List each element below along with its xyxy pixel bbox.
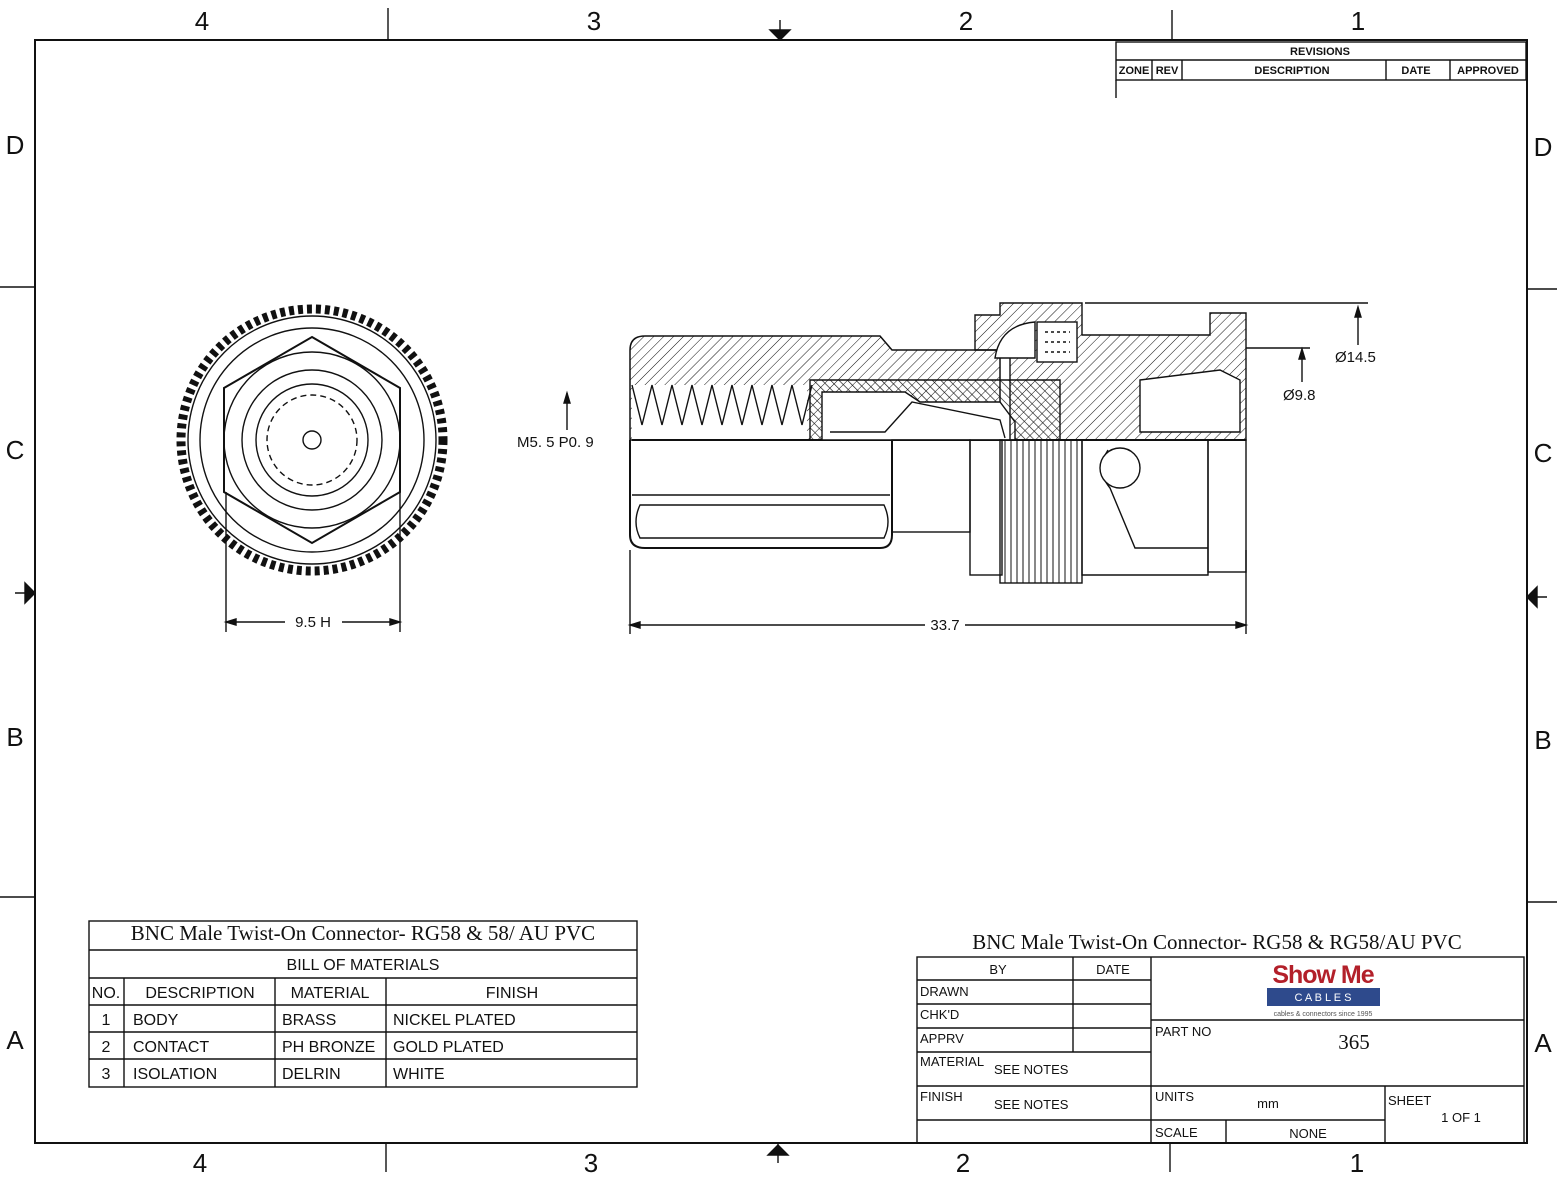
checked-label: CHK'D [920,1007,959,1022]
zone-row-a: A [6,1025,24,1055]
zone-col-3: 3 [587,6,601,36]
bom-header-no: NO. [92,985,120,1002]
thread-dimension: M5. 5 P0. 9 [517,434,594,451]
svg-text:Show Me: Show Me [1272,961,1374,989]
svg-text:GOLD PLATED: GOLD PLATED [393,1039,504,1056]
rev-col-approved: APPROVED [1457,65,1519,77]
material-value: SEE NOTES [994,1062,1069,1077]
date-header: DATE [1096,962,1130,977]
svg-text:PH BRONZE: PH BRONZE [282,1039,375,1056]
svg-text:2: 2 [102,1039,111,1056]
bom-row: 2 CONTACT PH BRONZE GOLD PLATED [102,1039,504,1056]
zone-row-a-right: A [1534,1028,1552,1058]
hex-dimension: 9.5 H [295,614,331,631]
drawing-title: BNC Male Twist-On Connector- RG58 & RG58… [972,930,1461,954]
svg-text:WHITE: WHITE [393,1066,445,1083]
material-label: MATERIAL [920,1054,984,1069]
svg-text:1: 1 [102,1012,111,1029]
bom-header-description: DESCRIPTION [145,985,254,1002]
side-view [563,302,1368,634]
show-me-cables-logo: Show Me C A B L E S cables & connectors … [1267,961,1380,1018]
revisions-table: REVISIONS ZONE REV DESCRIPTION DATE APPR… [1115,41,1527,98]
zone-row-b-right: B [1534,725,1551,755]
front-view [176,304,448,632]
bom-header-material: MATERIAL [291,985,370,1002]
rev-col-rev: REV [1156,65,1179,77]
sheet-value: 1 OF 1 [1441,1110,1481,1125]
svg-text:C A B L E S: C A B L E S [1294,992,1351,1004]
svg-text:CONTACT: CONTACT [133,1039,209,1056]
part-no-label: PART NO [1155,1024,1211,1039]
hex-nut [223,335,401,545]
svg-text:cables & connectors since 1995: cables & connectors since 1995 [1274,1011,1373,1018]
zone-row-b: B [6,722,23,752]
zone-row-d: D [6,130,25,160]
part-number: 365 [1338,1030,1370,1054]
svg-text:3: 3 [102,1066,111,1083]
approved-label: APPRV [920,1031,964,1046]
rev-col-date: DATE [1401,65,1430,77]
scale-value: NONE [1289,1126,1327,1141]
drawn-label: DRAWN [920,984,969,999]
title-block: BNC Male Twist-On Connector- RG58 & RG58… [916,930,1525,1144]
revisions-title: REVISIONS [1290,46,1350,58]
zone-col-1: 1 [1351,6,1365,36]
zone-row-c-right: C [1534,438,1553,468]
sheet-label: SHEET [1388,1093,1431,1108]
scale-label: SCALE [1155,1125,1198,1140]
zone-row-d-right: D [1534,132,1553,162]
units-label: UNITS [1155,1089,1194,1104]
bom-row: 3 ISOLATION DELRIN WHITE [102,1066,445,1083]
zone-row-c: C [6,435,25,465]
bom-header-finish: FINISH [486,985,538,1002]
finish-value: SEE NOTES [994,1097,1069,1112]
zone-ticks [0,8,1557,1172]
knurled-rim [176,304,448,576]
bom-row: 1 BODY BRASS NICKEL PLATED [102,1012,516,1029]
bom-subtitle: BILL OF MATERIALS [287,957,440,974]
svg-text:NICKEL PLATED: NICKEL PLATED [393,1012,516,1029]
zone-col-4-bottom: 4 [193,1148,207,1178]
zone-col-1-bottom: 1 [1350,1148,1364,1178]
inner-diameter-dimension: Ø9.8 [1283,387,1316,404]
finish-label: FINISH [920,1089,963,1104]
center-contact [302,430,322,450]
length-dimension: 33.7 [930,617,959,634]
zone-col-3-bottom: 3 [584,1148,598,1178]
svg-text:ISOLATION: ISOLATION [133,1066,217,1083]
svg-text:BRASS: BRASS [282,1012,336,1029]
zone-col-4: 4 [195,6,209,36]
zone-labels: 4 3 2 1 4 3 2 1 D C B A D C B A [6,6,1553,1178]
outer-diameter-dimension: Ø14.5 [1335,349,1376,366]
drawing-border [34,39,1528,1144]
rev-col-zone: ZONE [1119,65,1150,77]
internal-thread [631,384,813,426]
bom-title: BNC Male Twist-On Connector- RG58 & 58/ … [131,921,595,945]
knurled-sleeve [999,439,1083,584]
by-header: BY [989,962,1007,977]
zone-col-2-bottom: 2 [956,1148,970,1178]
rev-col-description: DESCRIPTION [1254,65,1329,77]
units-value: mm [1257,1096,1279,1111]
svg-text:BODY: BODY [133,1012,179,1029]
bill-of-materials: BNC Male Twist-On Connector- RG58 & 58/ … [88,920,638,1088]
zone-col-2: 2 [959,6,973,36]
svg-text:DELRIN: DELRIN [282,1066,341,1083]
